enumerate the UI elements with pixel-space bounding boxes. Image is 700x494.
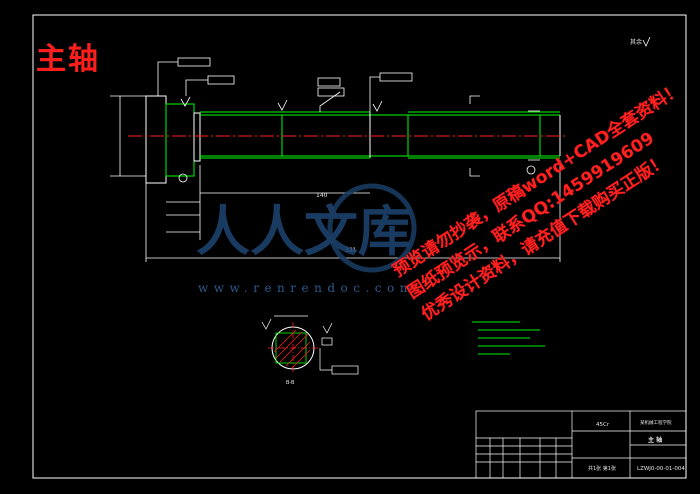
section-view: B-B — [261, 315, 359, 386]
part-name-cell: 主 轴 — [648, 436, 662, 444]
roughness-note: 其余 — [630, 38, 642, 46]
material-cell: 45Cr — [596, 422, 610, 428]
datum-b-icon — [178, 173, 188, 183]
roughness-symbols — [180, 36, 651, 112]
dimension-lines — [110, 57, 561, 262]
watermark-logo: 人人文库 — [196, 183, 417, 273]
url-watermark: www.renrendoc.com — [198, 281, 417, 295]
sheet-border — [32, 14, 687, 479]
scale-row: 共1张 第1张 — [588, 465, 616, 472]
dim-140-label: 140 — [316, 192, 328, 199]
title-block — [475, 410, 687, 479]
datum-a-icon — [526, 165, 536, 175]
shaft-main-view — [145, 95, 561, 184]
dim-total-label: 331 — [345, 247, 357, 254]
tb-header: 某机械工程学院 — [640, 419, 672, 426]
drawing-title: 主轴 — [36, 42, 100, 77]
brand-watermark: 人人文库 — [196, 199, 412, 263]
drawing-number: LZWJ0-00-01-004 — [637, 466, 685, 472]
technical-notes — [472, 321, 545, 355]
section-label: B-B — [286, 380, 295, 386]
